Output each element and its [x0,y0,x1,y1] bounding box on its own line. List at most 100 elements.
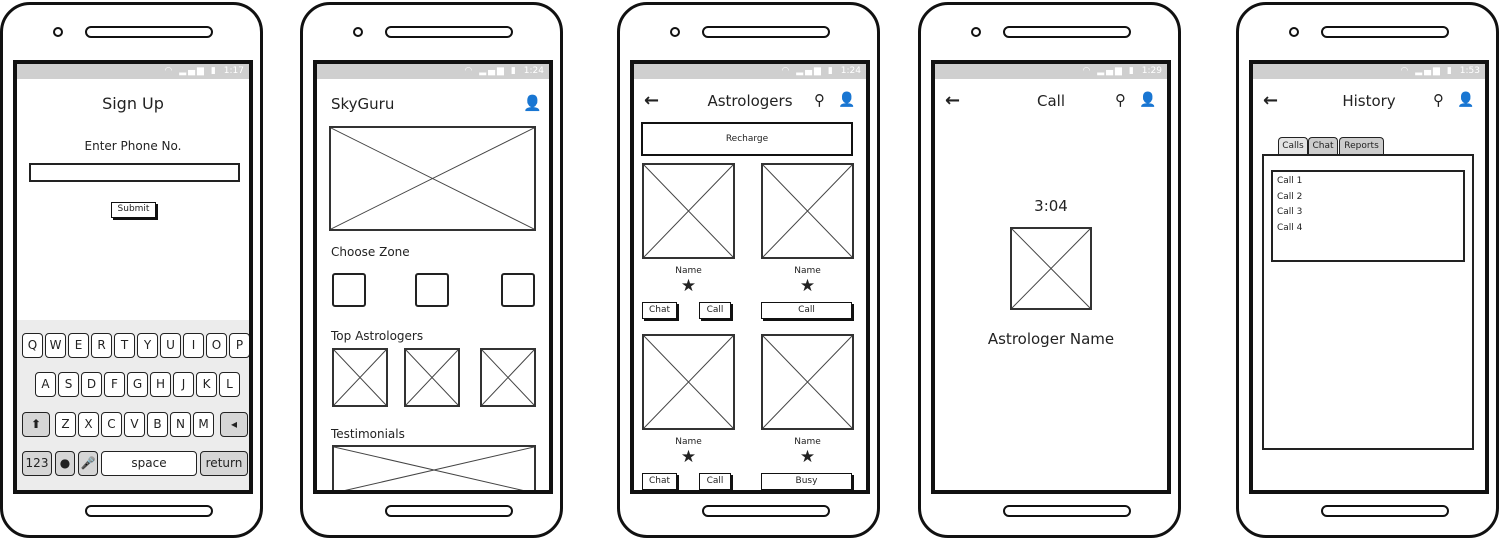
key[interactable]: S [58,372,79,397]
key[interactable]: N [170,412,191,437]
numbers-key[interactable]: 123 [22,451,52,476]
astrologer-image[interactable] [761,334,854,430]
app-name: SkyGuru [331,95,395,113]
chat-button[interactable]: Chat [642,473,677,490]
key[interactable]: T [114,333,135,358]
search-icon[interactable]: ⚲ [1115,91,1126,109]
key[interactable]: C [101,412,122,437]
busy-button[interactable]: Busy [761,473,852,490]
zone-option[interactable] [501,273,535,307]
key[interactable]: A [35,372,56,397]
astrologer-name: Name [675,437,702,447]
zone-option[interactable] [332,273,366,307]
screen: ◠ ▂▄▆ ▮1:17 Sign Up Enter Phone No. Subm… [13,60,253,494]
key[interactable]: X [78,412,99,437]
back-arrow-icon[interactable]: ← [1263,90,1279,111]
key[interactable]: M [193,412,214,437]
top-astrologers-heading: Top Astrologers [331,329,424,343]
screen: ◠ ▂▄▆ ▮1:53 ← History ⚲ 👤 Calls Chat Rep… [1249,60,1489,494]
astrologer-image[interactable] [642,163,735,259]
user-icon[interactable]: 👤 [1139,92,1157,108]
key[interactable]: R [91,333,112,358]
astrologer-image[interactable] [404,348,460,407]
user-icon[interactable]: 👤 [838,92,856,108]
astrologer-image[interactable] [761,163,854,259]
globe-key-icon[interactable]: ● [55,451,75,476]
phone-input[interactable] [29,163,240,182]
backspace-key-icon[interactable]: ◂ [220,412,248,437]
zone-option[interactable] [415,273,449,307]
key[interactable]: J [173,372,194,397]
home-bar [1321,505,1449,517]
phone-home: ◠ ▂▄▆ ▮1:24 SkyGuru 👤 Choose Zone Top As… [300,2,563,538]
search-icon[interactable]: ⚲ [814,91,825,109]
tab-reports[interactable]: Reports [1339,137,1384,155]
status-bar: ◠ ▂▄▆ ▮1:24 [634,64,866,79]
signal-battery-icon: ◠ ▂▄▆ ▮ [1400,66,1454,76]
star-icon: ★ [799,447,816,467]
call-button[interactable]: Call [761,302,852,319]
camera-icon [53,27,63,37]
shift-key-icon[interactable]: ⬆ [22,412,50,437]
status-bar: ◠ ▂▄▆ ▮ 1:53 [1253,64,1485,79]
speaker [385,26,513,38]
list-item[interactable]: Call 1 [1277,176,1303,186]
list-item[interactable]: Call 4 [1277,222,1303,233]
status-bar: ◠ ▂▄▆ ▮1:24 [317,64,549,79]
key[interactable]: K [196,372,217,397]
key[interactable]: E [68,333,89,358]
return-key[interactable]: return [200,451,248,476]
key[interactable]: W [45,333,66,358]
recharge-button[interactable]: Recharge [641,122,853,156]
key[interactable]: Y [137,333,158,358]
speaker [702,26,830,38]
user-icon[interactable]: 👤 [1457,92,1475,108]
call-button[interactable]: Call [699,473,731,490]
astrologer-image[interactable] [480,348,536,407]
home-bar [385,505,513,517]
key[interactable]: V [124,412,145,437]
key[interactable]: B [147,412,168,437]
chat-button[interactable]: Chat [642,302,677,319]
search-icon[interactable]: ⚲ [1433,91,1444,109]
space-key[interactable]: space [101,451,197,476]
tab-chat[interactable]: Chat [1308,137,1338,155]
key[interactable]: F [104,372,125,397]
key[interactable]: P [229,333,249,358]
signal-battery-icon: ◠ ▂▄▆ ▮ [781,66,835,76]
key[interactable]: D [81,372,102,397]
mic-key-icon[interactable]: 🎤 [78,451,98,476]
key[interactable]: Q [22,333,43,358]
home-bar [85,505,213,517]
star-icon: ★ [799,276,816,296]
call-button[interactable]: Call [699,302,731,319]
key[interactable]: O [206,333,227,358]
list-item[interactable]: Call 3 [1277,207,1303,217]
key[interactable]: U [160,333,181,358]
status-time: 1:53 [1459,66,1480,76]
speaker [85,26,213,38]
key[interactable]: G [127,372,148,397]
key[interactable]: H [150,372,171,397]
astrologer-photo [1010,227,1092,310]
back-arrow-icon[interactable]: ← [945,90,961,111]
list-item[interactable]: Call 2 [1277,191,1303,202]
testimonial-image [332,445,536,490]
key[interactable]: L [219,372,240,397]
camera-icon [670,27,680,37]
submit-button[interactable]: Submit [111,202,156,218]
phone-label: Enter Phone No. [84,139,182,153]
phone-call: ◠ ▂▄▆ ▮1:29 ← Call ⚲ 👤 3:04 Astrologer N… [918,2,1181,538]
signal-battery-icon: ◠ ▂▄▆ ▮ [164,66,218,76]
home-bar [702,505,830,517]
key[interactable]: I [183,333,204,358]
key[interactable]: Z [55,412,76,437]
astrologer-name: Name [794,437,821,447]
page-title: Astrologers [707,92,793,110]
user-icon[interactable]: 👤 [523,94,542,112]
tab-calls[interactable]: Calls [1278,137,1308,155]
back-arrow-icon[interactable]: ← [644,90,660,111]
camera-icon [353,27,363,37]
astrologer-image[interactable] [642,334,735,430]
astrologer-image[interactable] [332,348,388,407]
